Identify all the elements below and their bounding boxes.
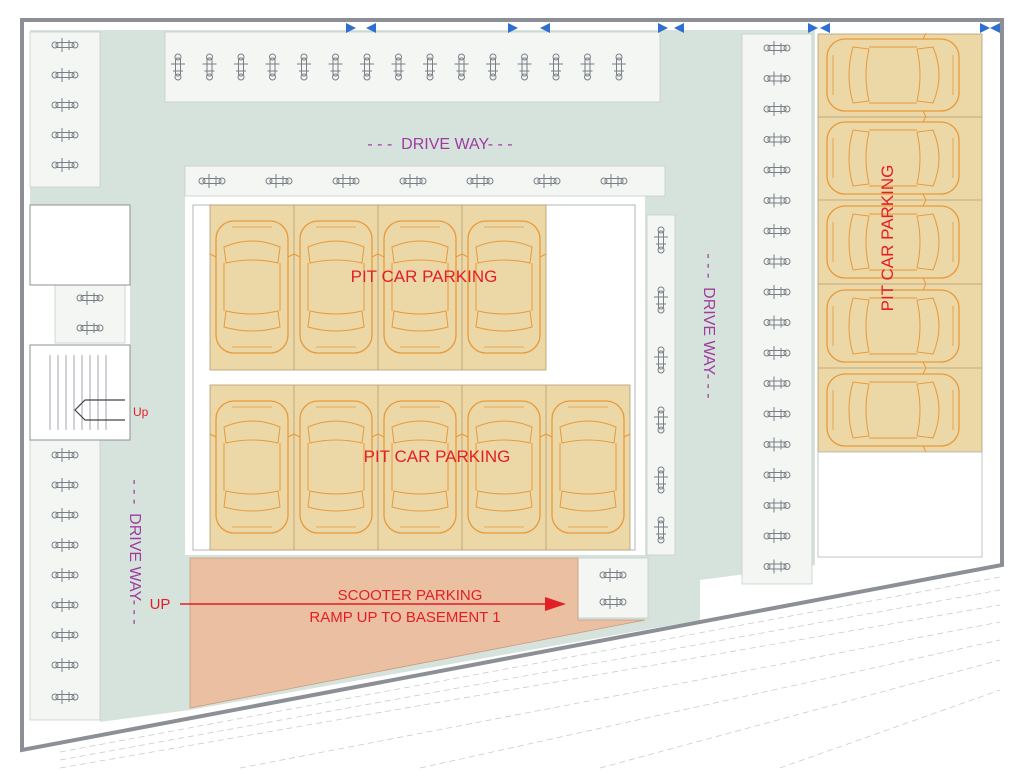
- staircase: [29, 204, 131, 441]
- label-ramp: RAMP UP TO BASEMENT 1: [309, 609, 500, 626]
- label-drive-way-left: - - - DRIVE WAY- - -: [126, 479, 143, 624]
- ramp-area: [189, 557, 646, 709]
- windows: [346, 23, 1000, 33]
- label-drive-way-right: - - - DRIVE WAY- - -: [700, 253, 717, 398]
- label-up-stair: Up: [133, 405, 149, 419]
- bike-bays-upper: [184, 165, 666, 197]
- bike-bays-centre-column: [646, 214, 676, 556]
- label-drive-way-top: - - - DRIVE WAY- - -: [367, 136, 512, 153]
- pit-row-middle: [209, 384, 631, 551]
- label-pit-car-parking-right: PIT CAR PARKING: [878, 165, 897, 312]
- label-pit-car-parking-middle: PIT CAR PARKING: [364, 447, 511, 466]
- label-up-ramp: UP: [150, 596, 171, 613]
- pit-column-right: [817, 33, 983, 453]
- bike-bays-top: [164, 31, 661, 103]
- label-pit-car-parking-top: PIT CAR PARKING: [351, 267, 498, 286]
- right-void: [817, 451, 983, 558]
- pit-row-top: [209, 204, 547, 371]
- bike-bays-right: [741, 33, 813, 585]
- scooter-bays: [577, 557, 649, 619]
- ramp-arrowhead: [545, 597, 566, 611]
- bike-bays-left: [29, 31, 126, 721]
- label-scooter-parking: SCOOTER PARKING: [338, 587, 483, 604]
